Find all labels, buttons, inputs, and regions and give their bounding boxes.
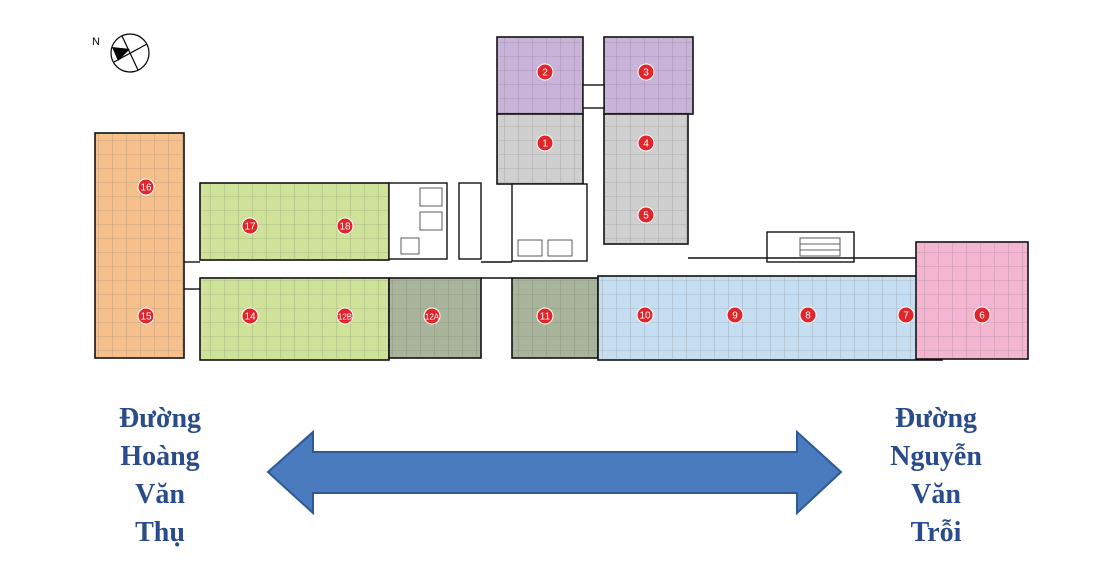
unit-number: 1 (542, 139, 548, 150)
zones-layer (94, 36, 1029, 361)
unit-marker (536, 307, 554, 325)
street-right-line: Trỗi (910, 517, 962, 548)
unit-number: 2 (542, 68, 548, 79)
unit-marker (636, 306, 654, 324)
room-partitions (604, 114, 688, 244)
unit-marker (637, 63, 655, 81)
unit-marker (973, 306, 991, 324)
double-arrow (266, 429, 843, 516)
street-left-line: Thụ (135, 517, 185, 548)
unit-marker (726, 306, 744, 324)
unit-number: 3 (643, 68, 649, 79)
unit-marker (536, 63, 554, 81)
unit-number: 17 (244, 222, 256, 233)
unit-number: 14 (244, 312, 256, 323)
unit-marker (897, 306, 915, 324)
unit-number: 18 (339, 222, 351, 233)
street-right-line: Văn (911, 479, 961, 510)
unit-marker (637, 134, 655, 152)
stair-details (400, 187, 841, 257)
unit-number: 4 (643, 139, 649, 150)
unit-marker (241, 217, 259, 235)
room-partitions (200, 278, 389, 360)
unit-number: 10 (639, 311, 651, 322)
unit-number: 7 (903, 311, 909, 322)
compass-north-label: N (92, 36, 100, 48)
unit-marker (637, 206, 655, 224)
unit-marker (799, 306, 817, 324)
street-left-line: Hoàng (120, 441, 200, 472)
street-right-line: Nguyễn (890, 441, 982, 472)
unit-number: 11 (540, 312, 551, 323)
unit-number: 15 (140, 312, 152, 323)
unit-number: 8 (805, 311, 811, 322)
unit-number: 16 (140, 183, 152, 194)
unit-marker (336, 217, 354, 235)
service-cores (388, 84, 855, 263)
room-partitions (916, 242, 1028, 359)
unit-number: 5 (643, 211, 649, 222)
street-label-right: Đường Nguyễn Văn Trỗi (866, 400, 1006, 552)
street-left-line: Văn (135, 479, 185, 510)
unit-number: 6 (979, 311, 985, 322)
room-partitions (598, 276, 942, 360)
unit-marker (241, 307, 259, 325)
unit-marker (423, 307, 441, 325)
compass-icon (110, 33, 150, 73)
room-partitions (95, 133, 184, 358)
street-label-left: Đường Hoàng Văn Thụ (95, 400, 225, 552)
street-left-line: Đường (118, 403, 202, 434)
unit-marker (536, 134, 554, 152)
unit-number: 9 (732, 311, 738, 322)
unit-marker (137, 307, 155, 325)
unit-marker (137, 178, 155, 196)
unit-number: 12B (338, 313, 352, 322)
unit-marker (336, 307, 354, 325)
unit-markers-layer: 1 2 3 4 5 6 7 8 9 10 11 12A 12B 14 15 16 17 18 (137, 63, 991, 325)
unit-number: 12A (425, 313, 440, 322)
street-right-line: Đường (894, 403, 978, 434)
room-partitions (200, 183, 389, 260)
room-partitions (512, 278, 598, 358)
corridor (184, 257, 916, 290)
